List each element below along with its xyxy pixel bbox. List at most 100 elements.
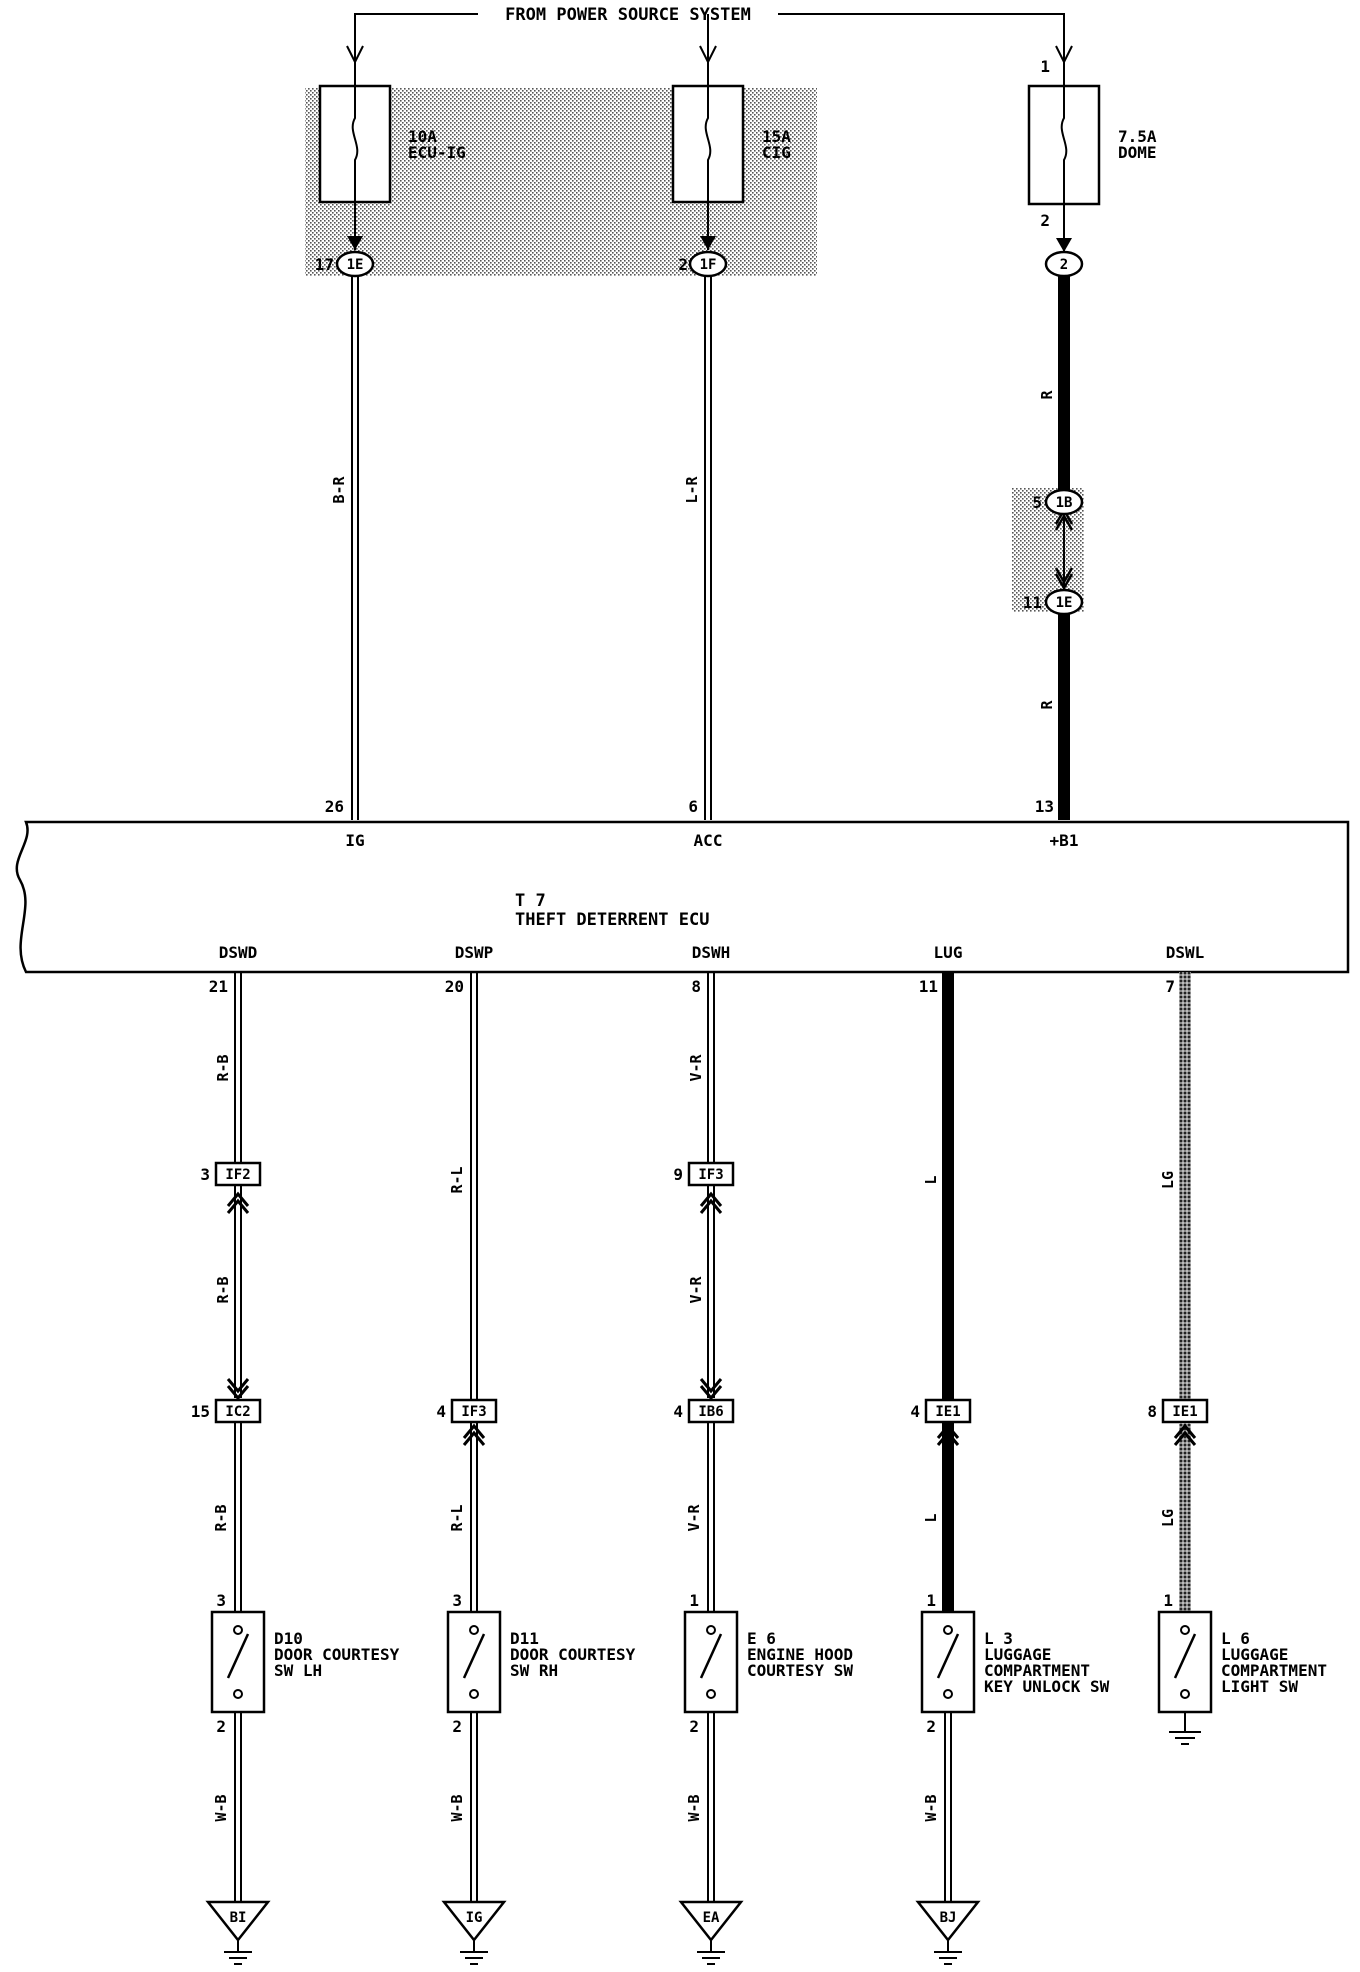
wire-r-label-upper: R [1038,390,1056,400]
wire-ground-3 [944,1712,952,1902]
fuse-dome-icon [1060,86,1068,204]
fuse-cig [671,62,745,250]
fuse-dome-pin-in: 1 [1040,57,1050,76]
wire-mid-label-2: V-R [687,1275,705,1303]
connector-arrow-up-2 [699,1191,723,1214]
ecu-pin-num-dswd: 21 [209,977,228,996]
connector-pin-0-a: 3 [200,1165,210,1184]
connector-name-4-b: IE1 [1172,1404,1197,1420]
connector-1e-dome-name: 1E [1056,595,1073,611]
ground-label-1: IG [466,1910,483,1926]
connector-pin-1-b: 4 [436,1402,446,1421]
ecu-term-acc: ACC [694,831,723,850]
connector-1f-top [688,250,728,278]
switch-pin-top-2: 1 [689,1591,699,1610]
switch-pin-bottom-3: 2 [926,1717,936,1736]
connector-1b-dome-pin: 5 [1032,493,1042,512]
wire-upper-0 [234,972,242,1164]
connector-1e-dome [1044,588,1084,616]
ground-point-3 [915,1900,981,1943]
wire-upper-1 [470,972,478,1400]
switch-desc-1-1: SW RH [510,1661,558,1680]
connector-ic2-0 [214,1398,262,1424]
wire-ground-label-1: W-B [448,1794,466,1821]
fuse-dome-rating: 7.5A [1118,127,1157,146]
wire-mid-label-0: R-B [214,1276,232,1303]
wire-upper-label-3: L [922,1175,940,1184]
ground-icon [934,1940,962,1965]
ground-label-2: EA [703,1910,720,1926]
connector-ib6-2 [687,1398,735,1424]
switch-desc-1-0: DOOR COURTESY [510,1645,636,1664]
switch-desc-0-0: DOOR COURTESY [274,1645,400,1664]
ground-icon [224,1940,252,1965]
connector-name-1-b: IF3 [461,1404,486,1420]
switch-code-1: D11 [510,1629,539,1648]
ground-icon [1169,1712,1201,1745]
connector-1e-top-name: 1E [347,257,364,273]
wire-l-r-label: L-R [683,475,701,503]
connector-name-2-a: IF3 [698,1167,723,1183]
switch-pin-top-1: 3 [452,1591,462,1610]
wire-lower-label-3: L [922,1513,940,1522]
ecu-pin-num-ig: 26 [325,797,344,816]
switch-pin-top-0: 3 [216,1591,226,1610]
connector-pin-3-b: 4 [910,1402,920,1421]
ground-icon [460,1940,488,1965]
connector-if2-0 [214,1161,262,1187]
connector-1f-top-name: 1F [700,257,717,273]
connector-name-3-b: IE1 [935,1404,960,1420]
wire-upper-4 [1179,972,1191,1400]
power-source-label: FROM POWER SOURCE SYSTEM [505,5,751,25]
switch-e6 [683,1610,739,1714]
ecu-pin-num-lug: 11 [919,977,938,996]
wire-l-r [704,276,712,820]
connector-1f-top-pin: 2 [678,255,688,274]
connector-1b-dome-name: 1B [1056,495,1073,511]
switch-code-0: D10 [274,1629,303,1648]
switch-l3 [920,1610,976,1714]
fuse-cig-name: CIG [762,143,791,162]
switch-desc-3-2: KEY UNLOCK SW [984,1677,1110,1696]
connector-arrow-down-2 [699,1378,723,1401]
connector-1e-top-pin: 17 [315,255,334,274]
connector-arrow-up-b-3 [936,1423,960,1446]
wire-lower-2 [707,1423,715,1612]
wire-upper-label-2: V-R [687,1053,705,1081]
power-source-line [346,13,1073,65]
wire-b-r-label: B-R [330,475,348,503]
ecu-term-ig: IG [345,831,364,850]
switch-desc-2-1: COURTESY SW [747,1661,853,1680]
wire-upper-label-1: R-L [448,1166,466,1193]
switch-code-3: L 3 [984,1629,1013,1648]
wire-b-r [351,276,359,820]
ecu-term-b1: +B1 [1050,831,1079,850]
fuse-cig-icon [704,86,712,202]
connector-pin-4-b: 8 [1147,1402,1157,1421]
ecu-pin-num-acc: 6 [688,797,698,816]
ecu-term-dswh: DSWH [692,943,731,962]
wire-ground-label-2: W-B [685,1794,703,1821]
connector-pin-2-b: 4 [673,1402,683,1421]
ecu-pin-num-dswp: 20 [445,977,464,996]
wire-lower-label-0: R-B [212,1504,230,1531]
ecu-pin-num-dswh: 8 [691,977,701,996]
ground-point-1 [441,1900,507,1943]
wire-lower-label-2: V-R [685,1503,703,1531]
ecu-term-dswp: DSWP [455,943,494,962]
wire-ground-2 [707,1712,715,1902]
wire-upper-2 [707,972,715,1164]
connector-1b-dome [1044,488,1084,516]
switch-desc-2-0: ENGINE HOOD [747,1645,853,1664]
wire-r-label-lower: R [1038,700,1056,710]
wire-mid-2 [707,1186,715,1398]
switch-desc-4-1: COMPARTMENT [1221,1661,1327,1680]
wire-ground-label-3: W-B [922,1794,940,1821]
switch-desc-0-1: SW LH [274,1661,322,1680]
connector-pin-0-b: 15 [191,1402,210,1421]
wire-ground-1 [470,1712,478,1902]
wire-lower-label-1: R-L [448,1504,466,1531]
ground-icon [697,1940,725,1965]
switch-pin-bottom-0: 2 [216,1717,226,1736]
connector-2-top-name: 2 [1060,257,1068,273]
